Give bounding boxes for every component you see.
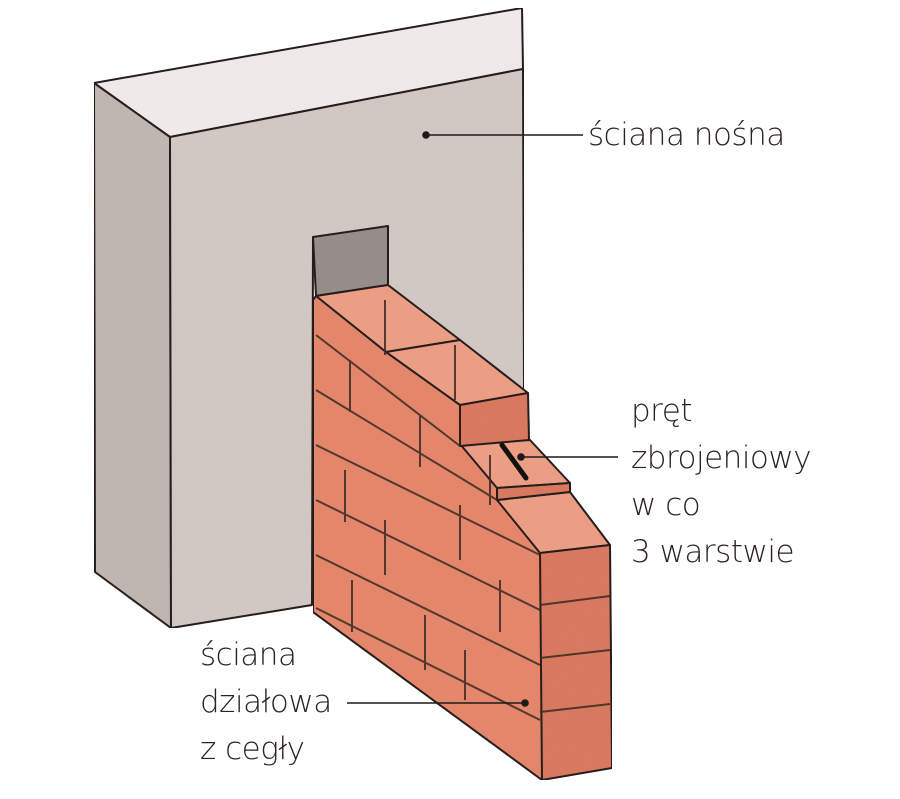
- wall-opening-shadow: [312, 225, 389, 297]
- label-partition-wall: ściana działowa z cegły: [200, 637, 332, 767]
- wall-side-face: [93, 82, 172, 629]
- leader-lines: [347, 131, 618, 707]
- label-rebar: pręt zbrojeniowy w co 3 warstwie: [631, 393, 812, 570]
- rebar-bar: [499, 442, 529, 481]
- brick-partition-wall: [312, 284, 613, 781]
- load-bearing-wall: [93, 7, 525, 629]
- brick-upper-end-2: [496, 482, 571, 501]
- brick-upper-end-1: [459, 392, 530, 447]
- brick-mortar-lines: [315, 300, 611, 721]
- label-load-bearing-wall: ściana nośna: [588, 117, 785, 153]
- brick-end-face: [539, 544, 613, 781]
